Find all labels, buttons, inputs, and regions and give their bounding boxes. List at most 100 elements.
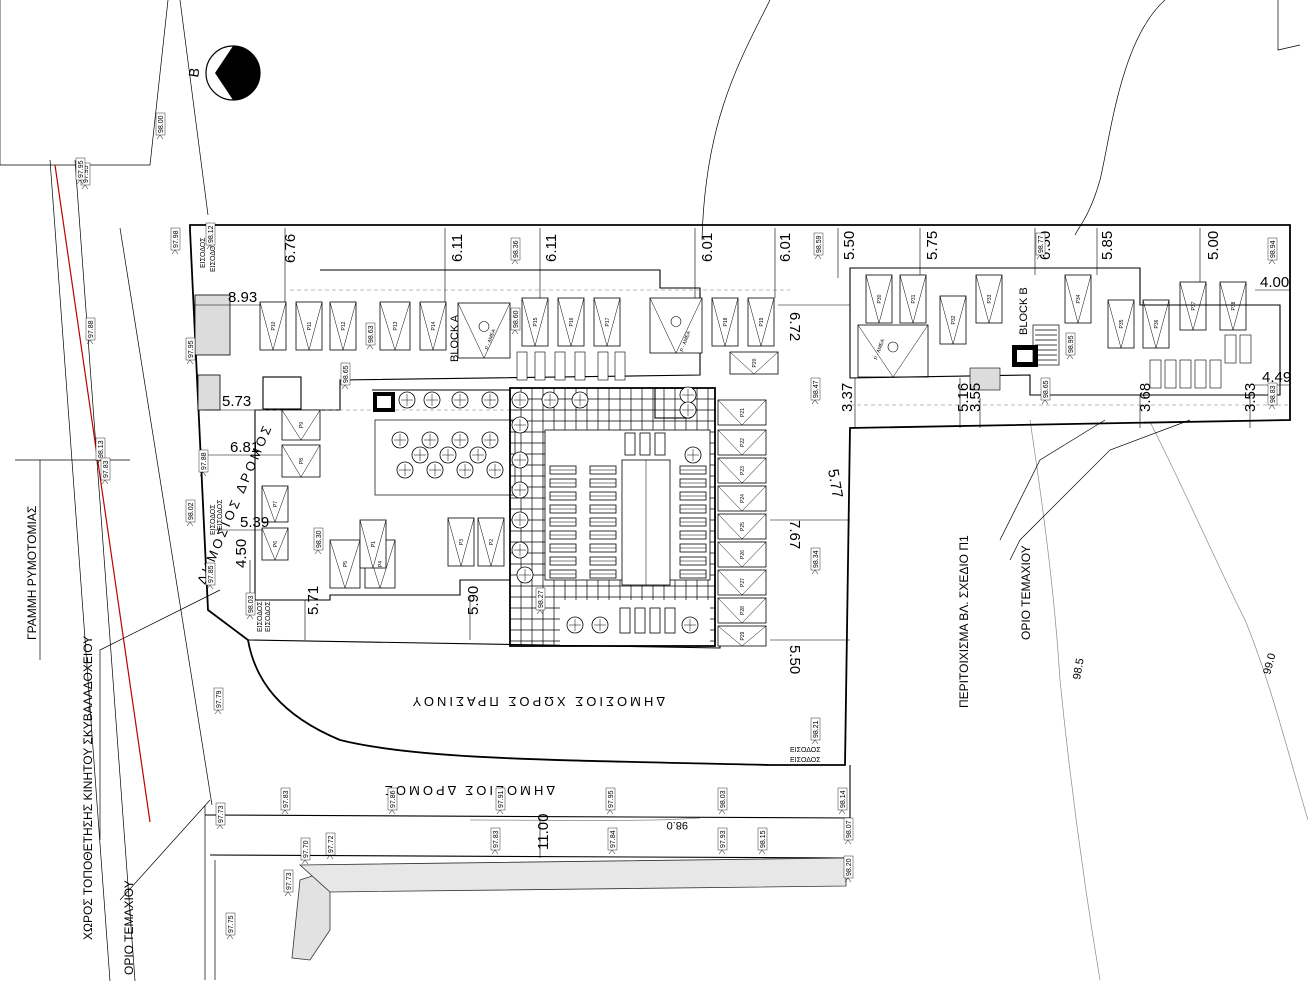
label-entrance-1: ΕΙΣΟΔΟΣ	[200, 237, 207, 268]
level-value: 98.13	[98, 440, 105, 458]
level-value: 97.83	[493, 830, 500, 848]
block-b	[849, 267, 1290, 406]
level-value: 98.34	[813, 550, 820, 568]
label-bin-area: ΧΩΡΟΣ ΤΟΠΟΘΕΤΗΣΗΣ ΚΙΝΗΤΟΥ ΣΚΥΒΑΛΑΔΟΧΕΙΟΥ	[81, 636, 95, 940]
parking-space	[295, 301, 323, 351]
storage-b-3	[1194, 359, 1207, 389]
parking-space	[329, 301, 357, 351]
storage-5	[614, 351, 626, 381]
parking-label: P32	[951, 315, 957, 324]
parking-label: P35	[1119, 319, 1125, 328]
storage-b-5	[1224, 334, 1237, 364]
label-block-b: BLOCK B	[1018, 287, 1030, 335]
label-block-a: BLOCK A	[449, 314, 461, 362]
level-value: 97.88	[88, 320, 95, 338]
parking-space	[1142, 299, 1170, 349]
parking-space	[939, 295, 967, 345]
parking-label: P14	[431, 321, 437, 330]
dimension-value: 5.50	[841, 231, 858, 260]
parking-space	[717, 569, 767, 596]
parking-label: P1	[371, 541, 377, 547]
parking-space	[359, 519, 387, 569]
parking-label: P31	[911, 294, 917, 303]
parking-label: P8	[299, 458, 305, 464]
level-value: 98.03	[720, 790, 727, 808]
parking-label: P34	[1076, 294, 1082, 303]
dimension-value: 5.39	[240, 514, 269, 531]
parking-space	[717, 541, 767, 568]
dimension-value: 5.90	[465, 586, 482, 615]
level-value: 98.30	[316, 530, 323, 548]
level-value: 97.95	[188, 340, 195, 358]
level-value: 98.47	[813, 380, 820, 398]
parking-space	[1064, 274, 1092, 324]
level-value: 98.59	[816, 235, 823, 253]
level-value: 98.65	[343, 365, 350, 383]
parking-space	[281, 444, 321, 478]
dimension-value: 6.11	[449, 234, 466, 262]
parking-label: P4	[378, 561, 384, 567]
level-value: 97.95	[608, 790, 615, 808]
dimension-lines	[195, 228, 1290, 858]
level-value: 97.72	[328, 835, 335, 853]
parking-space	[717, 429, 767, 456]
label-zoning-line: ΓΡΑΜΜΗ ΡΥΜΟΤΟΜΙΑΣ	[25, 506, 39, 640]
parking-label: P6	[273, 541, 279, 547]
parking-label: P33	[987, 294, 993, 303]
label-entrance-4: ΕΙΣΟΔΟΣ	[217, 499, 224, 530]
label-entrance-3: ΕΙΣΟΔΟΣ	[210, 504, 217, 535]
dimension-value: 6.01	[777, 233, 794, 262]
storage-3	[574, 351, 586, 381]
level-value: 98.12	[208, 225, 215, 243]
south-road	[204, 765, 851, 980]
upper-table-1	[639, 432, 651, 456]
label-entrance-7: ΕΙΣΟΔΟΣ	[790, 747, 821, 754]
level-value: 98.07	[846, 820, 853, 838]
dimension-value: 6.72	[786, 312, 803, 341]
parking-space	[1219, 281, 1247, 331]
label-plot-boundary-e: ΟΡΙΟ ΤΕΜΑΧΙΟΥ	[1019, 545, 1033, 640]
level-value: 97.83	[103, 460, 110, 478]
dimension-value: 3.37	[839, 383, 856, 412]
dimension-value: 5.77	[824, 468, 846, 500]
parking-label: P2	[489, 539, 495, 545]
level-value: 97.70	[303, 840, 310, 858]
storage-b-6	[1239, 334, 1252, 364]
parking-label: P26	[740, 550, 746, 559]
parking-label: P5	[343, 561, 349, 567]
level-value: 97.85	[208, 565, 215, 583]
dimension-value: 5.50	[786, 645, 803, 674]
contour-label-98-0: 98.0	[667, 819, 688, 831]
level-value: 98.20	[846, 858, 853, 876]
north-arrow: B	[185, 45, 261, 101]
level-value: 98.00	[158, 115, 165, 133]
dimension-value: 3.68	[1137, 383, 1154, 412]
level-markers: 98.0097.9597.9897.9598.1298.3698.6398.65…	[75, 112, 1278, 940]
contour-labels: 98.0 98.5 99.0	[667, 652, 1279, 831]
parking-space	[711, 297, 739, 347]
dimension-value: 6.76	[282, 234, 299, 263]
parking-label: P20	[752, 358, 758, 367]
upper-table-2	[654, 432, 666, 456]
dimension-value: 4.50	[233, 539, 250, 568]
parking-space	[717, 399, 767, 426]
level-value: 98.83	[1270, 385, 1277, 403]
level-value: 98.95	[1068, 335, 1075, 353]
contour-label-99-0: 99.0	[1261, 652, 1278, 676]
contour-label-98-5: 98.5	[1071, 657, 1087, 680]
parking-label: P28	[740, 606, 746, 615]
dimension-value: 5.71	[305, 586, 322, 615]
parking-label: P7	[273, 501, 279, 507]
parking-label: P37	[1191, 301, 1197, 310]
parking-space	[557, 297, 585, 347]
north-arrow-letter: B	[185, 67, 202, 79]
lower-table-1	[634, 607, 646, 634]
level-value: 98.65	[1043, 380, 1050, 398]
parking-space	[259, 301, 287, 351]
level-value: 97.79	[216, 690, 223, 708]
parking-label: P13	[393, 321, 399, 330]
parking-space	[281, 409, 321, 441]
